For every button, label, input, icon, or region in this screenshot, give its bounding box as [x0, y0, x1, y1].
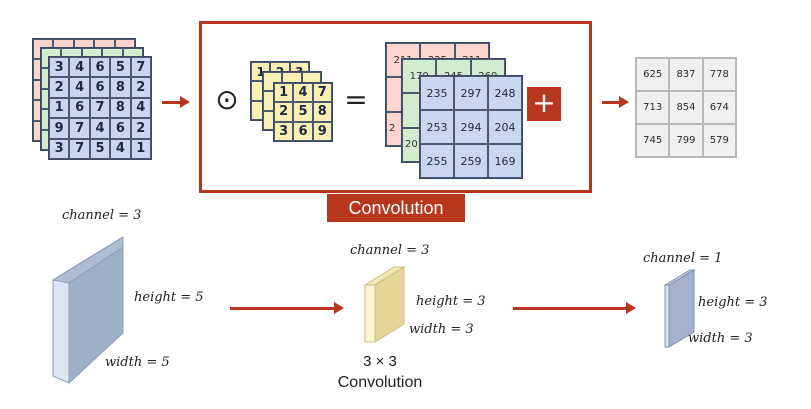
partial-cell: 248	[488, 76, 522, 110]
input-volume-block	[52, 236, 124, 385]
equals-operator: =	[344, 83, 368, 116]
kernel-cell: 4	[293, 83, 313, 103]
input-channel-label: channel = 3	[62, 208, 142, 223]
output-height-label: height = 3	[698, 295, 768, 310]
kernel-cell: 3	[274, 121, 294, 141]
matrix-cell: 7	[89, 97, 111, 119]
matrix-cell: 8	[110, 77, 131, 98]
sum-plus-badge: +	[527, 87, 561, 121]
matrix-cell: 7	[69, 138, 90, 159]
input-height-label: height = 5	[134, 290, 204, 305]
result-cell: 625	[636, 58, 670, 91]
input-width-label: width = 5	[105, 355, 170, 370]
kernel-name-label: Convolution	[337, 374, 423, 391]
matrix-cell: 2	[49, 77, 70, 98]
matrix-cell: 2	[130, 77, 151, 98]
partial-cell: 255	[420, 144, 454, 178]
matrix-cell: 4	[69, 77, 90, 98]
partial-cell: 169	[488, 144, 522, 178]
result-cell: 579	[702, 124, 736, 157]
arrow-kernel-to-output	[513, 302, 636, 314]
convolution-title: Convolution	[327, 194, 465, 222]
partial-cell: 294	[454, 110, 488, 144]
result-cell: 837	[669, 58, 703, 91]
matrix-cell: 7	[130, 57, 151, 78]
matrix-cell: 9	[49, 118, 70, 139]
partial-cell: 253	[420, 110, 454, 144]
kernel-matrix: 1 4 7 2 5 8 3 6 9	[273, 82, 333, 142]
result-cell: 745	[636, 124, 670, 157]
convolution-frame	[199, 21, 592, 193]
matrix-cell: 5	[89, 138, 111, 159]
matrix-cell: 6	[89, 57, 111, 78]
kernel-size-label: 3 × 3	[363, 353, 397, 370]
input-matrix: 3 4 6 5 7 2 4 6 8 2 1 6 7 8 4 9 7 4 6 2 …	[48, 56, 152, 160]
arrow-volume-to-kernel	[230, 302, 344, 314]
matrix-cell: 3	[49, 138, 70, 159]
kernel-cell: 8	[312, 102, 332, 122]
matrix-cell: 4	[89, 118, 111, 139]
matrix-cell: 3	[49, 57, 70, 78]
output-channel-label: channel = 1	[643, 251, 723, 266]
result-matrix: 625 837 778 713 854 674 745 799 579	[635, 57, 737, 158]
kernel-cell: 1	[274, 83, 294, 103]
kernel-cell: 6	[293, 121, 313, 141]
result-cell: 713	[636, 91, 670, 124]
matrix-cell: 6	[69, 97, 90, 119]
partial-sum-blue: 235 297 248 253 294 204 255 259 169	[419, 75, 523, 179]
matrix-cell: 6	[110, 118, 131, 139]
output-volume-block	[663, 269, 696, 348]
kernel-width-label: width = 3	[409, 322, 474, 337]
kernel-cell: 2	[274, 102, 294, 122]
matrix-cell: 2	[130, 118, 151, 139]
kernel-cell: 9	[312, 121, 332, 141]
matrix-cell: 4	[130, 97, 151, 119]
kernel-cell: 5	[293, 102, 313, 122]
matrix-cell: 6	[89, 77, 111, 98]
matrix-cell: 4	[110, 138, 131, 159]
matrix-cell: 7	[69, 118, 90, 139]
matrix-cell: 4	[69, 57, 90, 78]
kernel-channel-label: channel = 3	[350, 243, 430, 258]
matrix-cell: 1	[130, 138, 151, 159]
result-cell: 799	[669, 124, 703, 157]
result-cell: 674	[702, 91, 736, 124]
matrix-cell: 1	[49, 97, 70, 119]
matrix-cell: 8	[110, 97, 131, 119]
partial-cell: 235	[420, 76, 454, 110]
kernel-volume-block	[363, 266, 406, 343]
partial-cell: 204	[488, 110, 522, 144]
kernel-height-label: height = 3	[416, 294, 486, 309]
arrow-input-to-conv	[162, 96, 190, 108]
kernel-cell: 7	[312, 83, 332, 103]
arrow-conv-to-result	[602, 96, 629, 108]
partial-cell: 259	[454, 144, 488, 178]
result-cell: 854	[669, 91, 703, 124]
result-cell: 778	[702, 58, 736, 91]
matrix-cell: 5	[110, 57, 131, 78]
hadamard-operator: ⊙	[215, 83, 239, 116]
partial-cell: 297	[454, 76, 488, 110]
output-width-label: width = 3	[688, 331, 753, 346]
